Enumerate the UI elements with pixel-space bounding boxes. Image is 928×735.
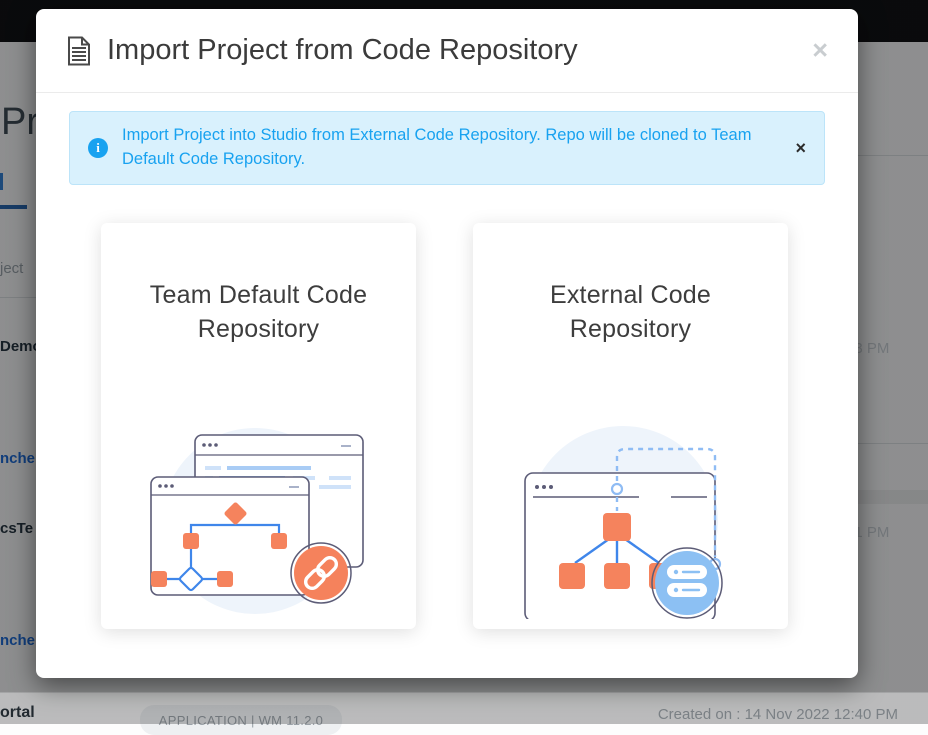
flowchart-windows-illustration <box>149 427 364 614</box>
table-row-shade <box>840 490 928 504</box>
project-name-fragment[interactable]: csTe <box>0 520 33 537</box>
repository-options: Team Default Code Repository <box>36 222 858 629</box>
active-tab-label-fragment[interactable] <box>0 173 3 190</box>
modal-title: Import Project from Code Repository <box>107 34 578 66</box>
info-banner: i Import Project into Studio from Extern… <box>69 111 825 185</box>
info-icon: i <box>88 137 108 158</box>
search-input[interactable]: ject <box>0 260 23 277</box>
project-link-fragment[interactable]: nche <box>0 632 35 649</box>
document-icon <box>68 36 90 65</box>
banner-close-icon[interactable]: × <box>795 137 806 158</box>
project-link-fragment[interactable]: nche <box>0 450 35 467</box>
import-project-modal: Import Project from Code Repository × i … <box>36 9 858 678</box>
link-icon <box>303 555 338 590</box>
info-banner-text: Import Project into Studio from External… <box>122 126 752 168</box>
repo-tree-illustration <box>523 425 723 619</box>
project-name-fragment[interactable]: Demo <box>0 338 42 355</box>
card-team-default-code-repository[interactable]: Team Default Code Repository <box>101 222 416 629</box>
card-title: External Code Repository <box>549 280 712 343</box>
server-icon <box>666 564 707 597</box>
card-external-code-repository[interactable]: External Code Repository <box>473 222 788 629</box>
active-tab-indicator <box>0 205 27 209</box>
card-title: Team Default Code Repository <box>149 280 368 343</box>
created-timestamp: Created on : 14 Nov 2022 12:40 PM <box>658 706 898 723</box>
project-name-fragment[interactable]: ortal <box>0 704 35 722</box>
close-icon[interactable]: × <box>812 35 828 65</box>
modal-header: Import Project from Code Repository × <box>36 9 858 93</box>
